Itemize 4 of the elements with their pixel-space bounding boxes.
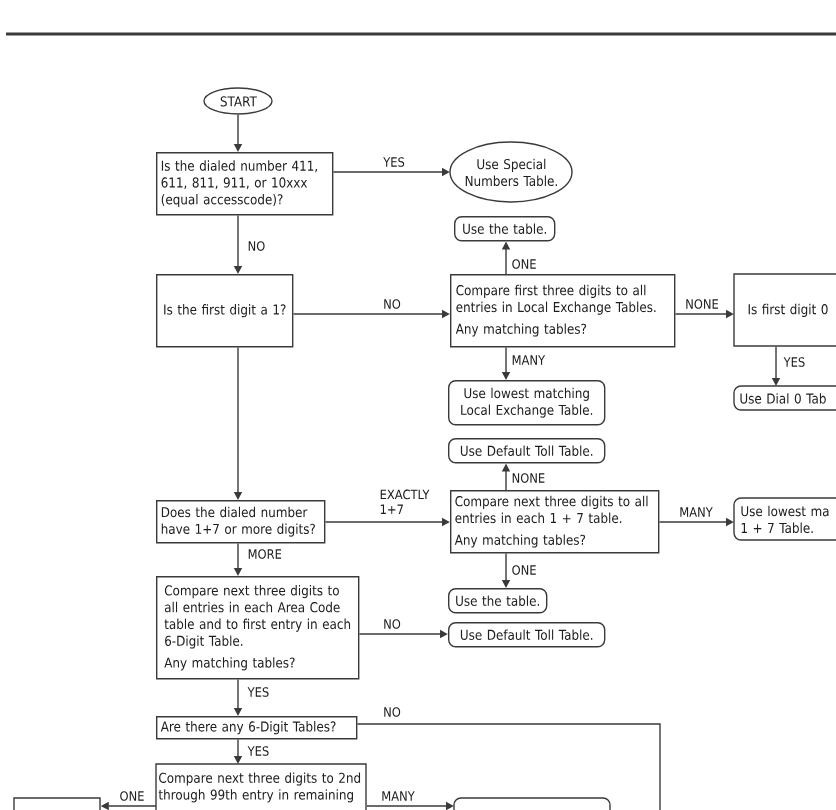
connector-line	[356, 723, 661, 810]
arrow	[366, 801, 454, 810]
process-box	[13, 797, 101, 810]
result-box	[453, 797, 611, 810]
